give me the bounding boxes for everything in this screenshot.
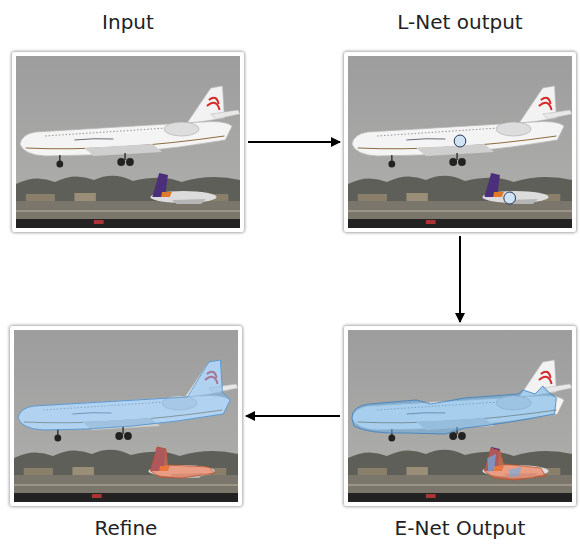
flow-arrow — [246, 415, 340, 417]
lnet-photo — [348, 56, 572, 228]
enet-photo — [348, 330, 572, 502]
panel-title: E-Net Output — [308, 516, 580, 540]
segment-mask — [18, 360, 230, 430]
refine-photo — [14, 330, 238, 502]
panel-title: L-Net output — [308, 10, 580, 34]
segment-mask — [509, 467, 522, 477]
flow-arrow — [459, 236, 461, 322]
image-panel: Refine — [10, 326, 242, 506]
panel-title: Input — [0, 10, 280, 34]
input-photo — [16, 56, 240, 228]
image-panel: Input — [12, 52, 244, 232]
image-panel: L-Net output — [344, 52, 576, 232]
segment-mask — [150, 447, 214, 478]
location-dot — [454, 135, 466, 147]
flow-arrow — [248, 141, 340, 143]
segment-mask — [352, 386, 557, 434]
image-panel: E-Net Output — [344, 326, 576, 506]
segment-mask — [484, 448, 545, 480]
panel-title: Refine — [0, 516, 278, 540]
segment-mask — [487, 454, 496, 472]
location-dot — [504, 192, 516, 204]
